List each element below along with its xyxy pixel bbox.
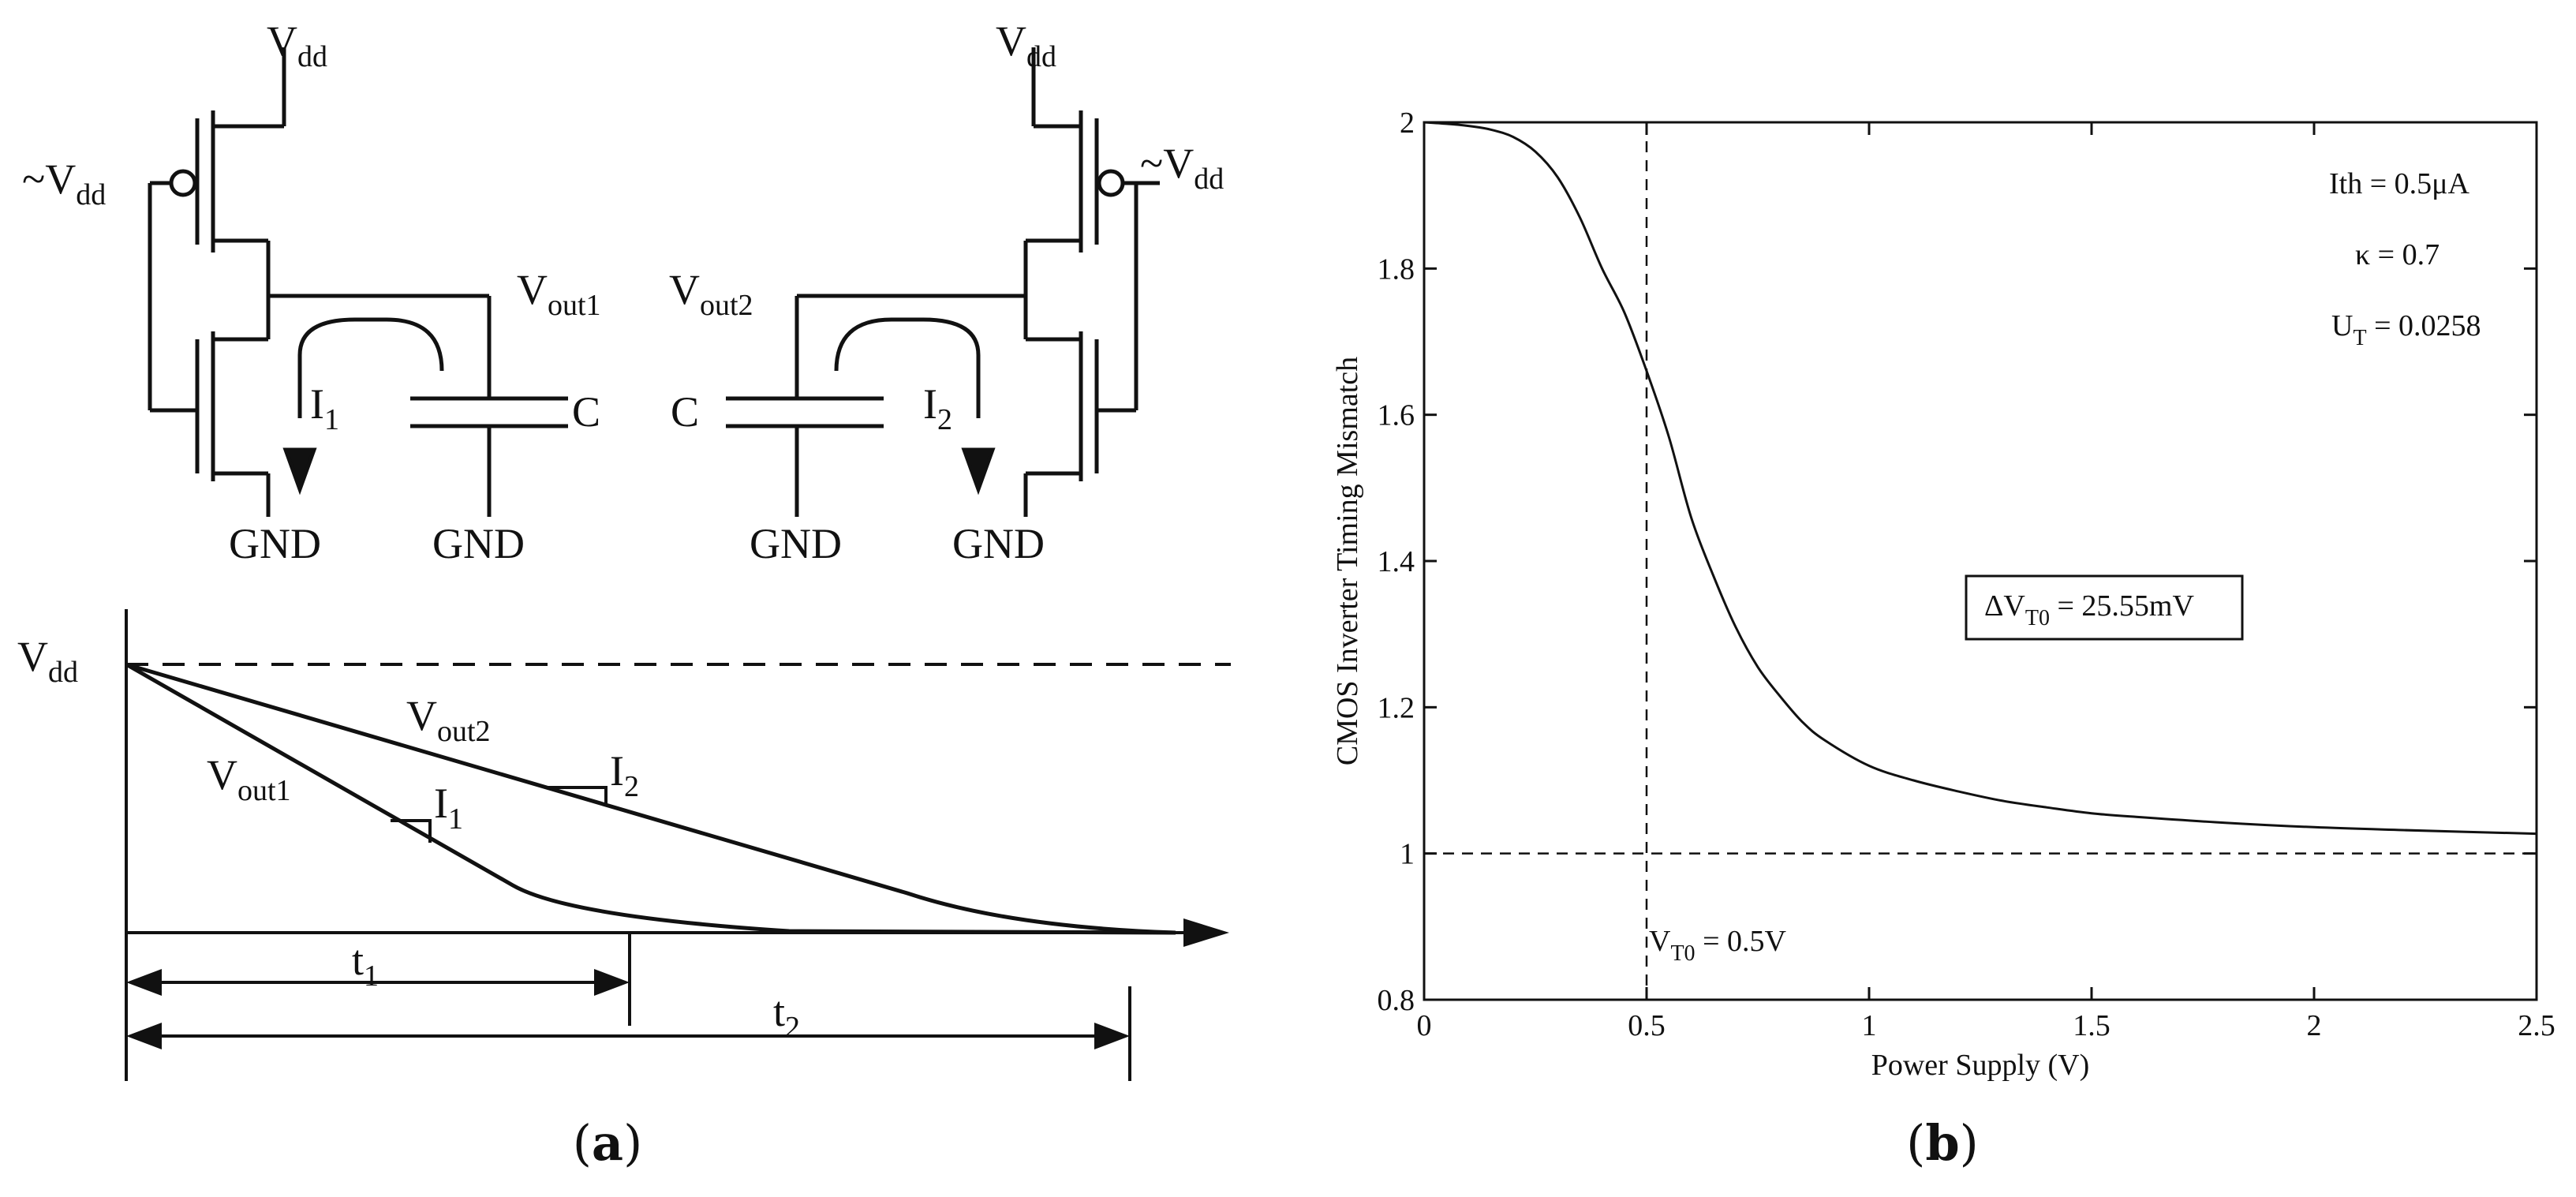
- t1-arrowhead-left: [126, 969, 162, 996]
- y-axis-label: CMOS Inverter Timing Mismatch: [1331, 357, 1364, 765]
- inverter-circuit-schematic: [148, 47, 1160, 517]
- vout1-label: Vout1: [517, 266, 601, 322]
- y-tick-label: 1: [1400, 838, 1415, 871]
- slope-i1-label: I1: [434, 780, 463, 836]
- right-inverter: [726, 47, 1160, 517]
- discharge-timing-diagram: [125, 609, 1231, 1081]
- vdd-label-right: Vdd: [996, 17, 1056, 73]
- kappa-annotation: κ = 0.7: [2355, 238, 2440, 271]
- circuit-labels: Vdd Vdd ~Vdd ~Vdd Vout1 Vout2 I1 I2 C C …: [22, 17, 1224, 567]
- current-i1-label: I1: [310, 380, 339, 436]
- series-points: [1424, 122, 2537, 834]
- x-tick-label: 2.5: [2518, 1009, 2555, 1042]
- not-vdd-label-left: ~Vdd: [22, 155, 106, 211]
- slope-i2-label: I2: [610, 747, 639, 803]
- gnd-label: GND: [229, 520, 321, 567]
- gnd-label: GND: [432, 520, 525, 567]
- delta-vt0-annotation: ΔVT0 = 25.55mV: [1984, 589, 2194, 630]
- timing-labels: Vdd Vout1 Vout2 I1 I2 t1 t2: [17, 633, 800, 1044]
- y-tick-label: 1.4: [1378, 545, 1415, 578]
- timing-vdd-label: Vdd: [17, 633, 78, 689]
- x-tick-label: 0.5: [1628, 1009, 1666, 1042]
- y-tick-label: 1.6: [1378, 399, 1415, 432]
- gnd-label: GND: [952, 520, 1045, 567]
- x-tick-label: 0: [1417, 1009, 1432, 1042]
- x-tick-label: 2: [2307, 1009, 2322, 1042]
- axis-ticks: 0 0.5 1 1.5 2 2.5 0.8 1 1.2 1.4 1.6 1.8 2: [1378, 107, 2555, 1042]
- t2-label: t2: [773, 988, 800, 1044]
- capacitor-label-left: C: [572, 388, 600, 436]
- ut-annotation: UT = 0.0258: [2331, 309, 2481, 350]
- x-axis-label: Power Supply (V): [1871, 1049, 2090, 1082]
- x-tick-label: 1.5: [2073, 1009, 2111, 1042]
- vt0-annotation: VT0 = 0.5V: [1649, 925, 1786, 966]
- delta-vt0-box: [1965, 574, 2244, 641]
- timing-x-axis-arrowhead: [1183, 918, 1229, 947]
- slope-marker-i2: [547, 786, 608, 805]
- y-tick-label: 2: [1400, 107, 1415, 140]
- t2-arrowhead-right: [1094, 1023, 1130, 1049]
- timing-mismatch-chart: 0 0.5 1 1.5 2 2.5 0.8 1 1.2 1.4 1.6 1.8 2 Power Supp…: [1331, 107, 2555, 1082]
- t2-arrowhead-left: [126, 1023, 162, 1049]
- capacitor-label-right: C: [671, 388, 699, 436]
- timing-vout2-label: Vout2: [406, 692, 491, 748]
- not-vdd-label-right: ~Vdd: [1140, 140, 1224, 196]
- chart-text: Power Supply (V) CMOS Inverter Timing Mi…: [1331, 167, 2481, 1082]
- panel-label-b: (b): [1906, 1114, 1979, 1172]
- panel-label-a: (a): [573, 1114, 643, 1172]
- timing-vout1-label: Vout1: [207, 751, 291, 807]
- ith-annotation: Ith = 0.5μA: [2329, 167, 2470, 200]
- x-tick-label: 1: [1862, 1009, 1877, 1042]
- vout1-discharge-curve: [125, 662, 1176, 935]
- vdd-label-left: Vdd: [267, 17, 327, 73]
- vout2-discharge-curve: [125, 662, 1176, 935]
- t1-label: t1: [352, 937, 379, 993]
- reference-lines: [1424, 122, 2537, 1000]
- t1-arrowhead-right: [594, 969, 630, 996]
- y-tick-label: 1.8: [1378, 252, 1415, 286]
- current-i2-label: I2: [923, 380, 952, 436]
- series-line: [1423, 121, 2537, 836]
- vout2-label: Vout2: [669, 266, 753, 322]
- left-inverter: [148, 47, 568, 517]
- y-tick-label: 0.8: [1378, 984, 1415, 1017]
- y-tick-label: 1.2: [1378, 691, 1415, 724]
- slope-marker-i1: [391, 819, 432, 843]
- gnd-label: GND: [750, 520, 842, 567]
